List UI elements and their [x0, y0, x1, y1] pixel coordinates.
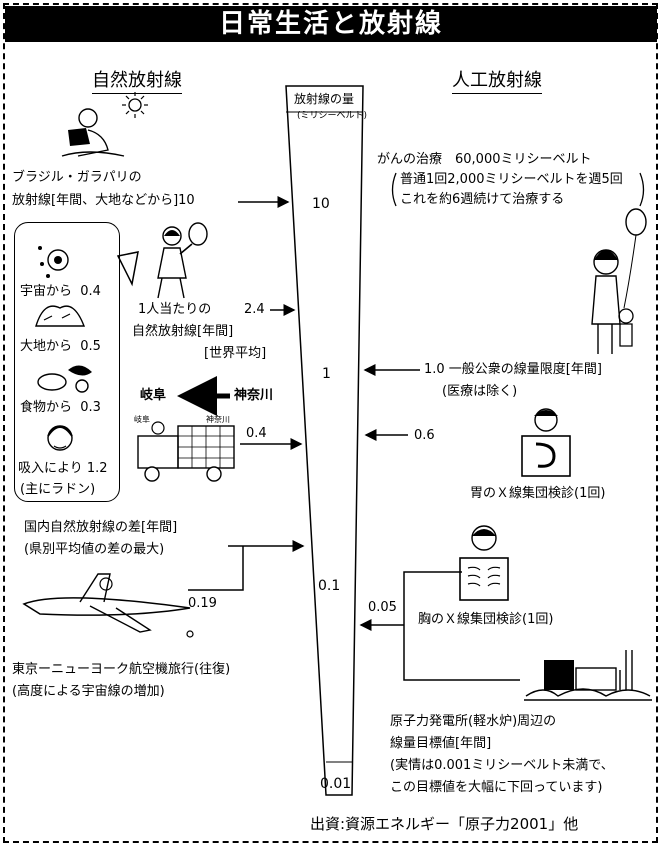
flight-label-2: (高度による宇宙線の増加)	[12, 684, 165, 699]
domestic-diff-label-2: (県別平均値の差の最大)	[24, 542, 165, 557]
scale-tick-0.1: 0.1	[318, 578, 341, 594]
cosmic-ray-icon	[38, 246, 69, 278]
stomach-xray-label: 胃のＸ線集団検診(1回)	[470, 486, 606, 501]
source-ground: 大地から 0.5	[20, 339, 101, 354]
stomach-xray-icon	[521, 408, 571, 477]
per-person-label-3: [世界平均]	[204, 346, 267, 361]
per-person-label-1: 1人当たりの	[138, 302, 212, 317]
truck-sign-kanagawa: 神奈川	[206, 414, 230, 424]
power-plant-icon	[524, 650, 652, 701]
kanagawa-label: 神奈川	[234, 388, 274, 403]
cancer-treatment-label: がんの治療 60,000ミリシーベルト	[377, 152, 592, 167]
source-credit: 出資:資源エネルギー「原子力2001」他	[310, 815, 579, 833]
chest-xray-label: 胸のＸ線集団検診(1回)	[418, 612, 554, 627]
cancer-treatment-detail-2: これを約6週続けて治療する	[400, 192, 565, 207]
source-food: 食物から 0.3	[20, 400, 101, 415]
artificial-radiation-heading: 人工放射線	[452, 66, 542, 94]
natural-radiation-heading: 自然放射線	[92, 66, 182, 94]
gifu-kanagawa-value: 0.4	[246, 426, 267, 441]
mother-child-balloon-icon	[591, 208, 647, 354]
cancer-treatment-detail-1: 普通1回2,000ミリシーベルトを週5回	[400, 172, 623, 187]
truck-icon: 岐阜 神奈川	[134, 414, 235, 482]
tennis-player-icon	[157, 222, 208, 299]
brazil-sunbather-icon	[61, 108, 125, 157]
nuclear-plant-label-3: (実情は0.001ミリシーベルト未満で、	[390, 758, 614, 773]
dashed-frame	[3, 3, 658, 843]
scale-column	[285, 85, 364, 796]
public-limit-note: (医療は除く)	[442, 384, 518, 399]
ground-icon	[35, 305, 86, 327]
sun-icon	[122, 92, 148, 118]
chest-xray-icon	[459, 525, 509, 601]
source-inhalation: 吸入により 1.2	[18, 461, 108, 476]
per-person-label-2: 自然放射線[年間]	[132, 324, 234, 339]
flight-value: 0.19	[188, 596, 217, 611]
food-icon	[37, 365, 92, 393]
source-cosmic: 宇宙から 0.4	[20, 284, 101, 299]
source-inhalation-note: (主にラドン)	[20, 482, 96, 497]
truck-sign-gifu: 岐阜	[134, 414, 150, 424]
flight-label-1: 東京ーニューヨーク航空機旅行(往復)	[12, 662, 231, 677]
domestic-diff-label-1: 国内自然放射線の差[年間]	[24, 520, 178, 535]
gifu-label: 岐阜	[140, 388, 167, 403]
scale-tick-0.01: 0.01	[320, 776, 352, 792]
public-limit-label: 1.0 一般公衆の線量限度[年間]	[424, 362, 602, 377]
nuclear-plant-label-4: この目標値を大幅に下回っています)	[390, 780, 603, 795]
brazil-label-1: ブラジル・ガラパリの	[12, 170, 142, 185]
arrow-box-to-average	[116, 251, 139, 287]
scale-tick-10: 10	[312, 196, 330, 212]
airplane-icon	[22, 573, 194, 638]
page-title: 日常生活と放射線	[5, 6, 657, 42]
woman-face-icon	[47, 425, 73, 451]
chest-xray-value: 0.05	[368, 600, 397, 615]
nuclear-plant-label-2: 線量目標値[年間]	[390, 736, 492, 751]
natural-sources-box	[14, 222, 120, 502]
nuclear-plant-label-1: 原子力発電所(軽水炉)周辺の	[390, 714, 557, 729]
stomach-xray-value: 0.6	[414, 428, 435, 443]
brazil-label-2: 放射線[年間、大地などから]10	[12, 193, 195, 208]
scale-header: 放射線の量	[294, 92, 355, 106]
per-person-value: 2.4	[244, 302, 265, 317]
scale-tick-1: 1	[322, 366, 331, 382]
scale-unit: (ミリシーベルト)	[297, 111, 368, 121]
